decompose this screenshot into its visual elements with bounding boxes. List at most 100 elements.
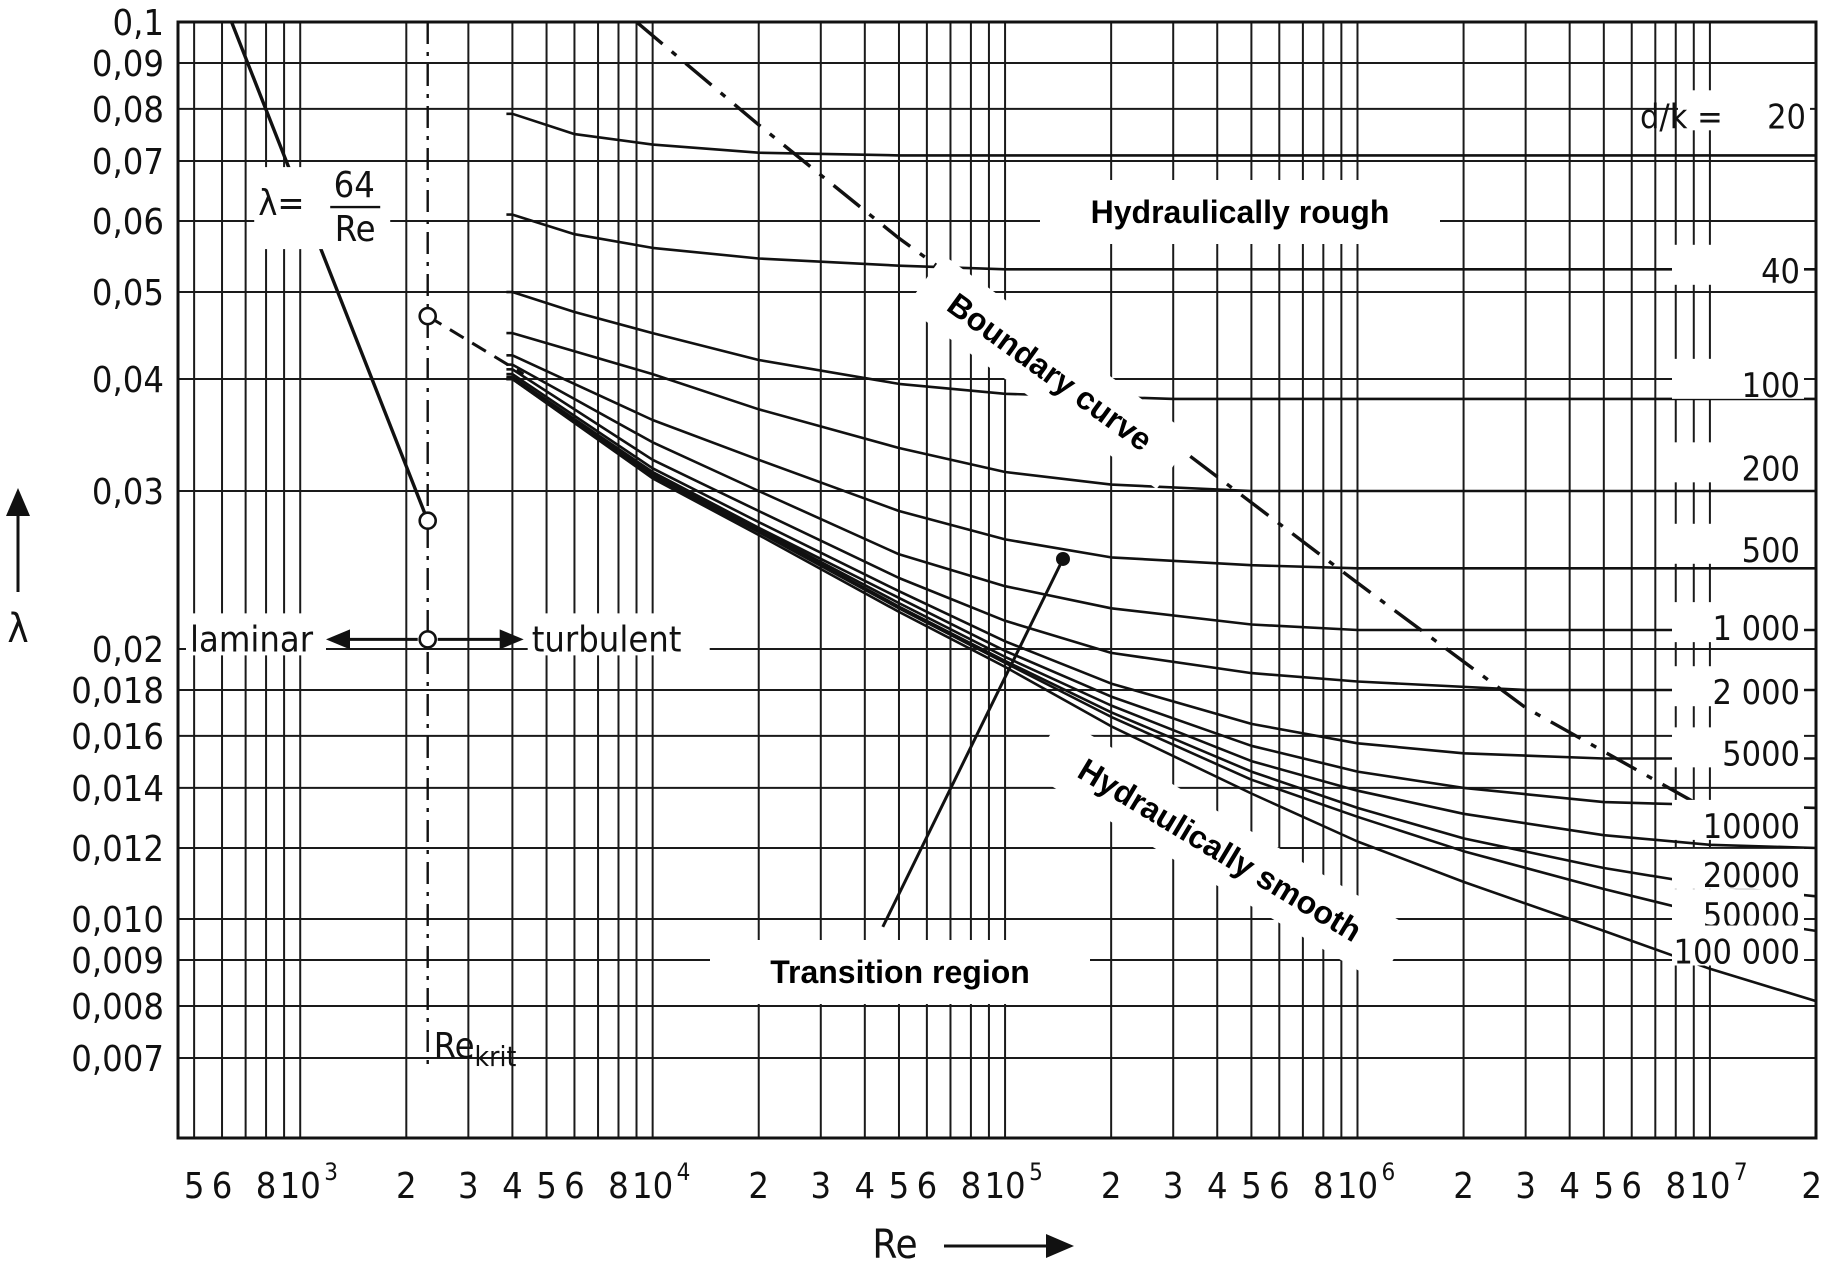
series-curve — [511, 373, 1816, 760]
laminar-formula-denominator: Re — [335, 209, 376, 250]
transition-pointer — [881, 558, 1065, 928]
y-tick-label: 0,03 — [92, 472, 164, 513]
y-tick-label: 0,1 — [113, 3, 165, 44]
x-tick-label: 8 — [1665, 1166, 1686, 1207]
series-curve — [512, 290, 1816, 401]
x-tick-label: 4 — [1207, 1166, 1228, 1207]
region-label-rough-group: Hydraulically rough — [1040, 180, 1440, 244]
y-tick-label: 0,018 — [71, 671, 164, 712]
x-tick-label: 10 — [984, 1166, 1025, 1207]
region-label-transition-group: Transition region — [710, 940, 1090, 1004]
series-label-bg — [1672, 523, 1804, 564]
region-label-rough: Hydraulically rough — [1091, 194, 1390, 230]
laminar-formula-lhs: λ= — [258, 183, 304, 224]
series-label: 500 — [1742, 531, 1800, 571]
series-label: 5000 — [1722, 734, 1800, 774]
x-tick-label: 2 — [1801, 1166, 1822, 1207]
series-curve — [511, 368, 1816, 692]
x-tick-label: 8 — [961, 1166, 982, 1207]
x-tick-label: 8 — [1313, 1166, 1334, 1207]
transition-pointer-dot — [1055, 551, 1070, 566]
series-label: 20 — [1767, 97, 1806, 137]
y-tick-label: 0,012 — [71, 829, 164, 870]
series-curve — [512, 331, 1816, 493]
x-tick-label: 3 — [1163, 1166, 1184, 1207]
plot-border — [176, 20, 1818, 1140]
region-label-boundary-group: Boundary curve — [905, 255, 1195, 489]
re-crit-marker — [418, 630, 437, 649]
series-label: 200 — [1742, 449, 1800, 489]
x-tick-label: 5 — [184, 1166, 205, 1207]
x-tick-label: 4 — [855, 1166, 876, 1207]
re-crit-marker — [418, 306, 437, 326]
region-label-boundary-bg — [905, 255, 1195, 489]
x-tick-label: 4 — [1559, 1166, 1580, 1207]
plot-frame — [176, 20, 1818, 1140]
x-tick-label: 8 — [256, 1166, 277, 1207]
region-label-transition: Transition region — [770, 954, 1030, 990]
y-tick-label: 0,08 — [92, 90, 164, 131]
laminar-line — [229, 22, 430, 522]
region-label-transition-bg — [710, 940, 1090, 1004]
turbulent-label: turbulent — [532, 619, 682, 660]
x-tick-exponent: 4 — [677, 1158, 691, 1186]
x-tick-label: 3 — [1515, 1166, 1536, 1207]
x-tick-exponent: 6 — [1381, 1158, 1395, 1186]
series-label-bg — [1678, 90, 1810, 131]
re-crit-label-sub: krit — [475, 1040, 517, 1073]
y-tick-label: 0,009 — [71, 941, 164, 982]
region-label-rough-bg — [1040, 180, 1440, 244]
x-tick-label: 3 — [458, 1166, 479, 1207]
x-tick-label: 10 — [632, 1166, 673, 1207]
curves — [229, 22, 1816, 1068]
series-label: 40 — [1761, 252, 1800, 292]
y-tick-label: 0,02 — [92, 630, 164, 671]
turbulent-arrow-head — [499, 629, 524, 650]
series-curve — [511, 354, 1816, 570]
x-tick-label: 2 — [396, 1166, 417, 1207]
y-tick-label: 0,04 — [92, 360, 164, 401]
series-curve — [511, 363, 1816, 632]
series-label-bg — [1672, 442, 1804, 483]
x-tick-label: 5 — [889, 1166, 910, 1207]
x-tick-label: 6 — [564, 1166, 585, 1207]
x-tick-label: 8 — [608, 1166, 629, 1207]
x-tick-label: 10 — [280, 1166, 321, 1207]
y-tick-label: 0,014 — [71, 769, 164, 810]
series-curve — [511, 375, 1816, 810]
series-label: 100 000 — [1674, 932, 1800, 972]
x-tick-label: 2 — [748, 1166, 769, 1207]
x-tick-exponent: 5 — [1029, 1158, 1043, 1186]
y-tick-label: 0,007 — [71, 1039, 164, 1080]
x-tick-label: 5 — [536, 1166, 557, 1207]
re-crit-marker — [418, 511, 437, 531]
y-tick-label: 0,010 — [71, 900, 164, 941]
series-label: 2 000 — [1712, 673, 1800, 713]
x-tick-label: 6 — [1269, 1166, 1290, 1207]
series-label: 1 000 — [1712, 609, 1800, 649]
laminar-arrow-head — [326, 629, 350, 650]
x-tick-exponent: 7 — [1734, 1158, 1748, 1186]
laminar-label: laminar — [190, 619, 314, 660]
x-tick-exponent: 3 — [324, 1158, 338, 1186]
series-label-bg — [1672, 727, 1804, 768]
series-label: 10000 — [1703, 807, 1800, 847]
turbulent-label-bg — [527, 613, 710, 656]
x-tick-label: 3 — [810, 1166, 831, 1207]
y-tick-label: 0,008 — [71, 987, 164, 1028]
series-header: d/k = — [1640, 97, 1723, 137]
y-axis-title: λ — [7, 606, 28, 652]
series-curve — [511, 377, 1816, 1003]
region-label-boundary: Boundary curve — [941, 286, 1159, 458]
y-tick-label: 0,06 — [92, 202, 164, 243]
series-curve — [511, 112, 1816, 157]
x-tick-label: 10 — [1689, 1166, 1730, 1207]
y-axis-arrow-head — [6, 488, 30, 516]
x-tick-label: 6 — [917, 1166, 938, 1207]
y-tick-label: 0,09 — [92, 44, 164, 85]
x-tick-label: 6 — [212, 1166, 233, 1207]
x-tick-label: 6 — [1621, 1166, 1642, 1207]
y-tick-label: 0,016 — [71, 717, 164, 758]
